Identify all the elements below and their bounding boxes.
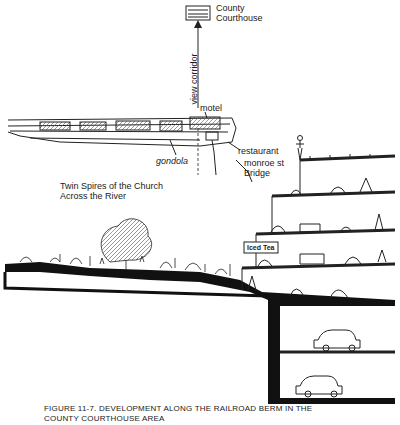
courthouse-icon [186, 6, 210, 20]
parking-levels [280, 330, 395, 397]
place-label: County Courthouse [216, 3, 276, 23]
building-label: motel [200, 103, 222, 113]
section-ground [5, 262, 395, 404]
building-label: restaurant [238, 146, 279, 156]
sign-text: Iced Tea [247, 243, 275, 252]
site-plan [8, 112, 252, 182]
landmark-label: Twin Spires of the Church Across the Riv… [60, 181, 178, 201]
corridor-label: view corridor [189, 53, 199, 104]
bridge-label: monroe st Bridge [244, 158, 300, 178]
figure-caption: FIGURE 11-7. DEVELOPMENT ALONG THE RAILR… [44, 404, 344, 424]
terraced-building [242, 136, 395, 299]
berm-landscape [20, 219, 230, 276]
transit-label: gondola [156, 156, 188, 166]
